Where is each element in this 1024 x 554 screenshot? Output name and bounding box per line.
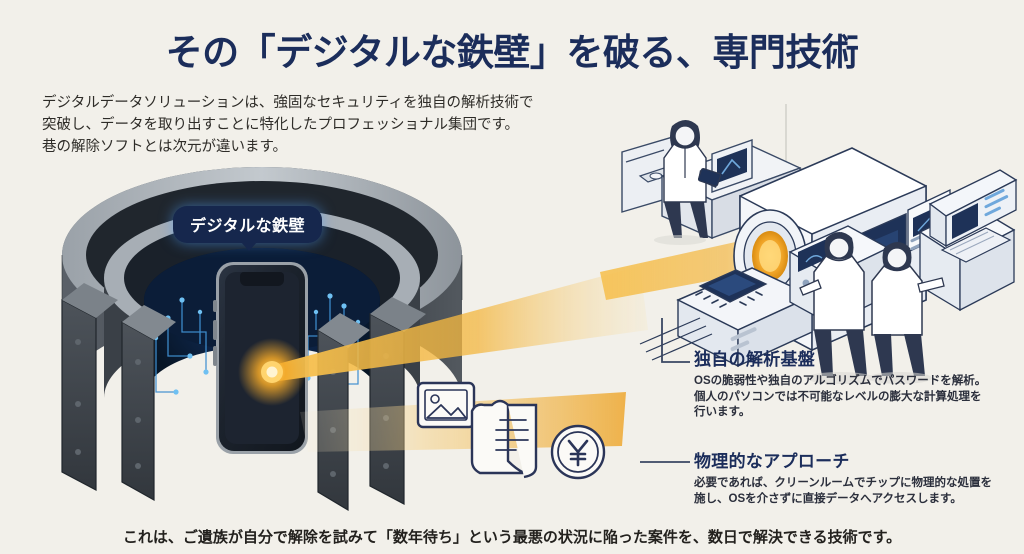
vault-panel-left-inner <box>121 305 176 502</box>
floor-shadows <box>654 235 932 384</box>
extraction-beam-primary <box>238 266 648 452</box>
vault-front-segments <box>61 255 463 300</box>
connector-elbow-analysis <box>661 318 690 363</box>
lab-staff-1 <box>663 120 722 238</box>
laboratory-scene <box>621 104 1018 384</box>
callout-connectors <box>640 318 690 463</box>
extracted-data-icons <box>416 381 606 480</box>
lab-workstation-right <box>918 169 1018 312</box>
callout-physical-body: 必要であれば、クリーンルームでチップに物理的な処置を 施し、OSを介さずに直接デ… <box>694 476 992 507</box>
callout-analysis-body-line-1: OSの脆弱性や独自のアルゴリズムでパスワードを解析。 <box>694 375 987 387</box>
intro-line-1: デジタルデータソリューションは、強固なセキュリティを独自の解析技術で <box>42 95 534 111</box>
document-scroll-icon <box>470 399 538 479</box>
intro-line-2: 突破し、データを取り出すことに特化したプロフェッショナル集団です。 <box>42 117 520 133</box>
callout-analysis: 独自の解析基盤 OSの脆弱性や独自のアルゴリズムでパスワードを解析。 個人のパソ… <box>694 345 986 421</box>
chip-conveyor <box>639 267 814 368</box>
lab-staff-2 <box>799 232 867 376</box>
callout-analysis-body-line-3: 行います。 <box>694 406 751 418</box>
callout-analysis-body: OSの脆弱性や独自のアルゴリズムでパスワードを解析。 個人のパソコンでは不可能な… <box>694 374 986 421</box>
intro-paragraph: デジタルデータソリューションは、強固なセキュリティを独自の解析技術で 突破し、デ… <box>42 92 582 158</box>
yen-coin-icon <box>550 424 606 480</box>
lab-staff-3 <box>871 242 945 376</box>
machine-aperture <box>733 209 807 303</box>
callout-analysis-title: 独自の解析基盤 <box>694 350 816 369</box>
vault-panel-left-outer <box>61 283 118 491</box>
callout-physical-title: 物理的なアプローチ <box>694 452 850 471</box>
digital-wall-badge: デジタルな鉄壁 <box>173 206 323 251</box>
callout-physical-body-line-1: 必要であれば、クリーンルームでチップに物理的な処置を <box>694 477 992 489</box>
page-title: その「デジタルな鉄壁」を破る、専門技術 <box>165 32 859 73</box>
callout-physical-body-line-2: 施し、OSを介さずに直接データへアクセスします。 <box>694 492 962 505</box>
callout-analysis-body-line-2: 個人のパソコンでは不可能なレベルの膨大な計算処理を <box>694 390 982 403</box>
photo-icon <box>416 381 476 429</box>
bottom-caption: これは、ご遺族が自分で解除を試みて「数年待ち」という最悪の状況に陥った案件を、数… <box>122 529 902 546</box>
intro-line-3: 巷の解除ソフトとは次元が違います。 <box>42 139 288 155</box>
microchip-icon <box>695 269 768 308</box>
callout-physical: 物理的なアプローチ 必要であれば、クリーンルームでチップに物理的な処置を 施し、… <box>694 447 992 507</box>
